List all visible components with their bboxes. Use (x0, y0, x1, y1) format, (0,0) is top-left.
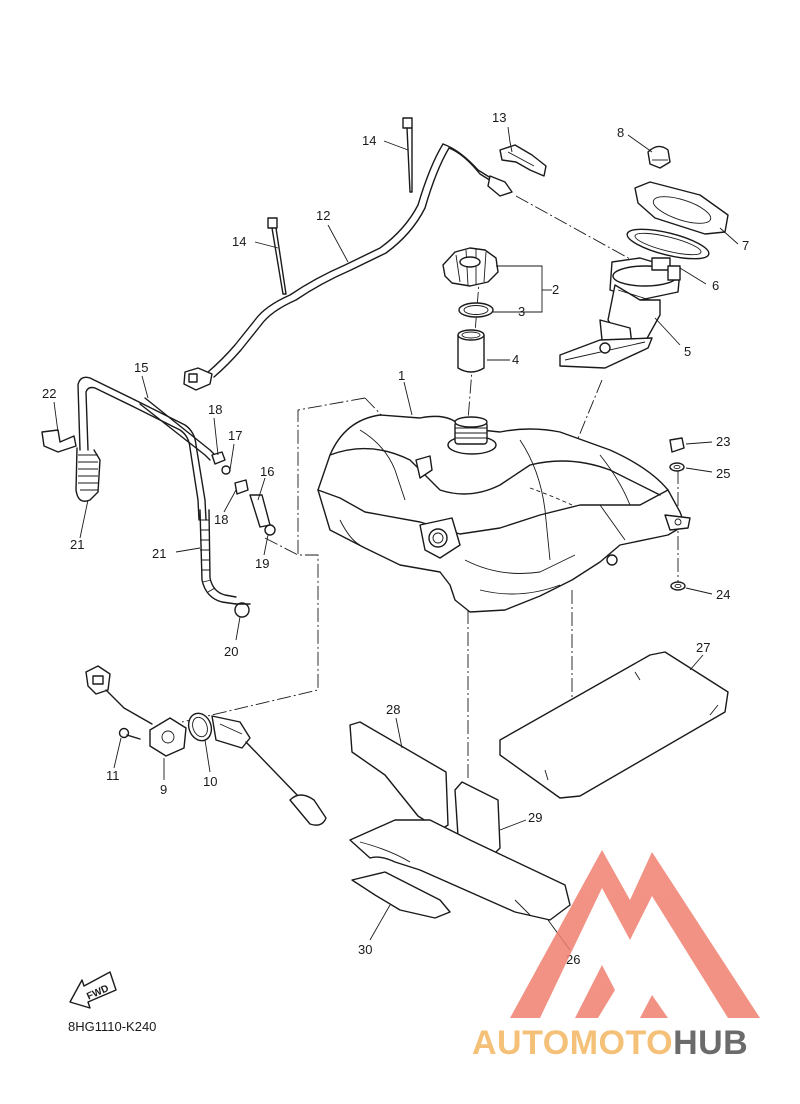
cable-tie-upper (402, 117, 413, 193)
callout-9: 9 (160, 782, 167, 797)
damper-pad-26 (349, 819, 571, 921)
fuel-sender-unit (85, 665, 327, 826)
callout-15: 15 (134, 360, 148, 375)
callout-13: 13 (492, 110, 506, 125)
watermark-part2: HUB (673, 1024, 748, 1062)
callout-18-upper: 18 (208, 402, 222, 417)
callout-10: 10 (203, 774, 217, 789)
callout-14-upper: 14 (362, 133, 376, 148)
nut (647, 145, 671, 169)
callout-5: 5 (684, 344, 691, 359)
callout-23: 23 (716, 434, 730, 449)
filler-sleeve (457, 329, 485, 373)
callout-3: 3 (518, 304, 525, 319)
automotohub-logo (510, 850, 760, 1018)
screw (118, 727, 141, 740)
bolt (669, 437, 685, 453)
callout-28: 28 (386, 702, 400, 717)
cable-tie-lower (267, 217, 287, 295)
washer-lower (670, 581, 686, 591)
callout-16: 16 (260, 464, 274, 479)
callout-14-lower: 14 (232, 234, 246, 249)
callout-7: 7 (742, 238, 749, 253)
callout-18-lower: 18 (214, 512, 228, 527)
watermark-part1: AUTOMOTO (472, 1024, 673, 1062)
hose-clamp (41, 429, 77, 453)
damper-pad-30 (351, 871, 451, 919)
callout-12: 12 (316, 208, 330, 223)
callout-19: 19 (255, 556, 269, 571)
damper-pad-28 (349, 721, 449, 831)
hose-fittings (211, 451, 276, 618)
fuel-hose (183, 143, 513, 391)
watermark-text: AUTOMOTOHUB (472, 1024, 748, 1062)
callout-20: 20 (224, 644, 238, 659)
callout-17: 17 (228, 428, 242, 443)
callout-21-right: 21 (152, 546, 166, 561)
callout-27: 27 (696, 640, 710, 655)
hose-clip (499, 144, 547, 177)
forward-arrow-icon: FWD (69, 971, 117, 1009)
callout-8: 8 (617, 125, 624, 140)
callout-11: 11 (106, 768, 120, 783)
callout-30: 30 (358, 942, 372, 957)
protector-hose-left (75, 447, 101, 502)
washer-upper (669, 462, 685, 472)
callout-25: 25 (716, 466, 730, 481)
protector-hose-right (199, 509, 237, 605)
breather-hose (77, 376, 216, 521)
fuel-cap (442, 247, 499, 287)
callout-1: 1 (398, 368, 405, 383)
svg-text:AUTOMOTOHUB: AUTOMOTOHUB (472, 1024, 748, 1062)
fuel-pump (559, 257, 681, 369)
fuel-tank (317, 414, 691, 613)
callout-21-left: 21 (70, 537, 84, 552)
diagram-code: 8HG1110-K240 (68, 1019, 156, 1034)
callout-24: 24 (716, 587, 730, 602)
callout-4: 4 (512, 352, 519, 367)
callout-2: 2 (552, 282, 559, 297)
pump-gasket (626, 228, 710, 260)
logo-triangle-icon (510, 850, 760, 1018)
callout-labels: 1 2 3 4 5 6 7 8 9 10 11 12 13 14 14 15 1… (42, 110, 749, 967)
callout-29: 29 (528, 810, 542, 825)
cap-gasket (458, 302, 494, 318)
callout-6: 6 (712, 278, 719, 293)
damper-pad-27 (499, 651, 729, 799)
callout-22: 22 (42, 386, 56, 401)
pump-plate (634, 181, 729, 235)
